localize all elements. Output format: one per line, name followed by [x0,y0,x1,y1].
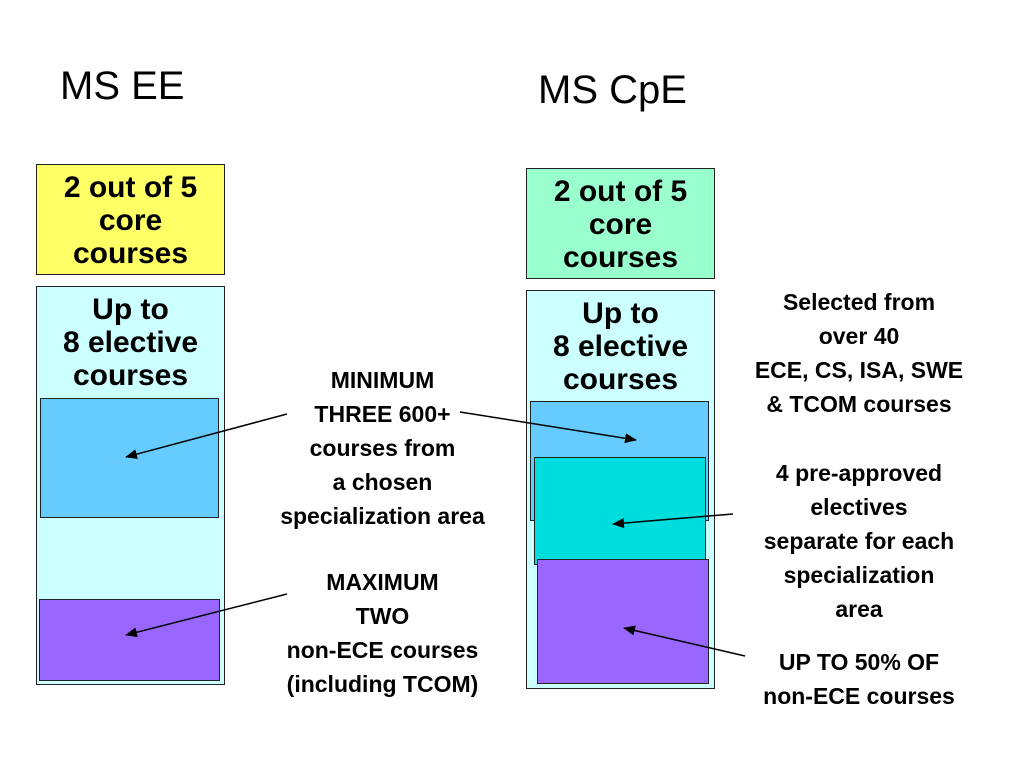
cpe-core-line-3: courses [562,241,679,274]
ee-core-line-1: 2 out of 5 [63,171,198,204]
selected-note-line-1: Selected from [782,289,936,315]
ee-elective-line-1: Up to [92,293,169,326]
ee-core-line-3: courses [72,237,189,270]
maximum-non-ece-note: MAXIMUM TWO non-ECE courses (including T… [255,565,510,701]
maximum-note-line-4: (including TCOM) [286,671,479,697]
minimum-note-line-4: a chosen [332,469,433,495]
maximum-note-line-1: MAXIMUM [326,569,439,595]
minimum-note-line-3: courses from [309,435,456,461]
ee-non-ece-block [39,599,220,681]
upto-note-line-2: non-ECE courses [763,683,955,709]
preapproved-note-line-5: area [835,596,883,622]
cpe-preapproved-block [534,457,706,565]
cpe-core-courses-box: 2 out of 5 core courses [526,168,715,279]
ms-cpe-title: MS CpE [538,68,687,112]
selected-note-line-3: ECE, CS, ISA, SWE [754,357,964,383]
ee-specialization-block [40,398,219,518]
ms-ee-title: MS EE [60,64,185,108]
cpe-elective-line-3: courses [562,363,679,396]
preapproved-note-line-3: separate for each [763,528,955,554]
preapproved-note-line-4: specialization [783,562,935,588]
selected-note-line-2: over 40 [818,323,900,349]
preapproved-electives-note: 4 pre-approved electives separate for ea… [728,456,990,626]
cpe-elective-line-2: 8 elective [552,330,689,363]
cpe-core-line-2: core [588,208,653,241]
upto-note-line-1: UP TO 50% OF [778,649,940,675]
minimum-note-line-2: THREE 600+ [314,401,451,427]
ee-elective-line-2: 8 elective [62,326,199,359]
ee-core-line-2: core [98,204,163,237]
ee-elective-line-3: courses [72,359,189,392]
selected-note-line-4: & TCOM courses [766,391,952,417]
preapproved-note-line-2: electives [810,494,908,520]
preapproved-note-line-1: 4 pre-approved [775,460,943,486]
minimum-note-line-1: MINIMUM [330,367,435,393]
selected-courses-note: Selected from over 40 ECE, CS, ISA, SWE … [728,285,990,421]
cpe-core-line-1: 2 out of 5 [553,175,688,208]
up-to-50-percent-note: UP TO 50% OF non-ECE courses [728,645,990,713]
maximum-note-line-2: TWO [355,603,410,629]
minimum-note-line-5: specialization area [280,503,485,529]
cpe-elective-line-1: Up to [582,297,659,330]
minimum-specialization-note: MINIMUM THREE 600+ courses from a chosen… [255,363,510,533]
ee-core-courses-box: 2 out of 5 core courses [36,164,225,275]
cpe-non-ece-block [537,559,709,684]
maximum-note-line-3: non-ECE courses [286,637,479,663]
